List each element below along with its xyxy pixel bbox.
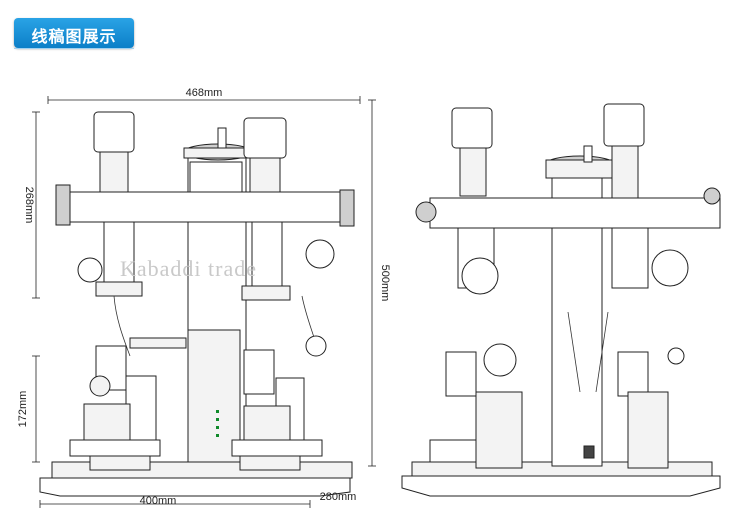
section-title-badge: 线稿图展示 [14,18,134,48]
watermark: Kabaddi trade [120,256,257,281]
dim-height-total: 500mm [379,265,391,302]
dim-base-width: 400mm [140,495,177,507]
dim-height-upper: 268mm [23,187,35,224]
rear-view-drawing [401,103,721,497]
front-view-drawing [39,111,355,497]
title-underline [14,48,134,49]
dim-base-depth: 280mm [320,491,357,503]
dimension-lines [32,96,376,508]
dim-width-top: 468mm [186,87,223,99]
dim-height-lower: 172mm [17,391,29,428]
section-title: 线稿图展示 [31,27,117,46]
